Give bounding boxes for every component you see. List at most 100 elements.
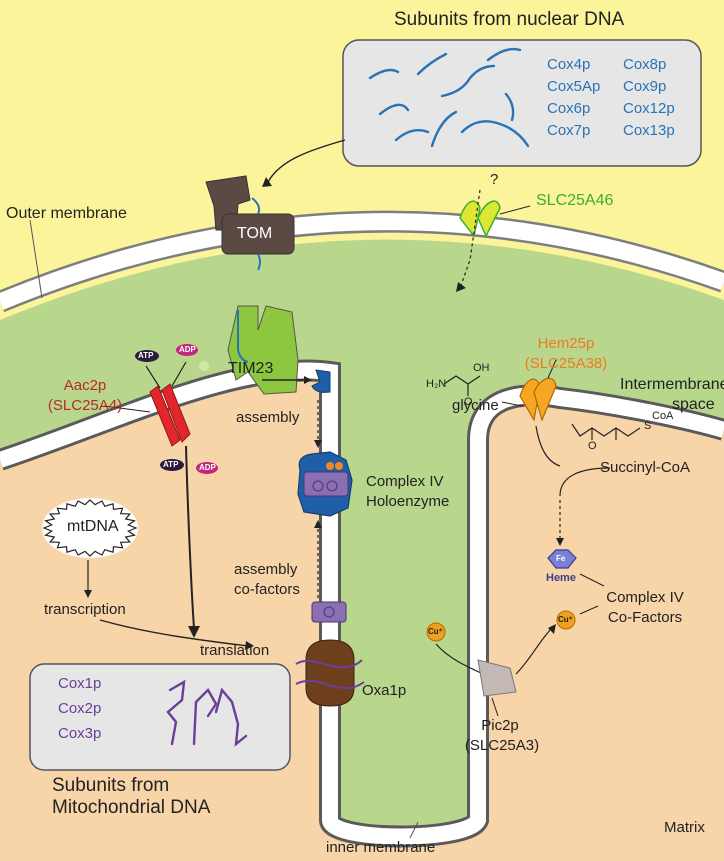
heme-synthesis-arrow-head bbox=[556, 538, 564, 546]
outer-membrane bbox=[0, 213, 724, 310]
aac2p-transporter-half bbox=[161, 383, 191, 443]
succinyl-coa-group-label: CoA bbox=[652, 410, 674, 422]
hem25p-label: Hem25p bbox=[537, 335, 595, 352]
matrix-label: Matrix bbox=[664, 819, 705, 836]
aac2p-ligand bbox=[199, 361, 209, 371]
imported-subunit bbox=[311, 369, 331, 393]
assembly-cofactor bbox=[311, 601, 347, 623]
copper-ion-matrix bbox=[556, 610, 576, 630]
mito-subunit-label: Cox2p bbox=[58, 700, 102, 717]
outer-membrane-pointer bbox=[29, 219, 43, 299]
adp-badge-bottom bbox=[196, 462, 218, 474]
assembly-cofactors-label-line1: assembly bbox=[234, 561, 298, 578]
aac2p-pointer bbox=[103, 405, 151, 413]
outer-membrane-label: Outer membrane bbox=[6, 205, 127, 222]
atp-to-translation-arrow-head bbox=[188, 626, 200, 638]
glycine-label: glycine bbox=[452, 397, 499, 414]
adp-badge-top bbox=[176, 344, 198, 356]
atp-badge-bottom bbox=[160, 459, 184, 471]
tim23-import-chain bbox=[237, 310, 249, 363]
heme-fe-label: Fe bbox=[556, 554, 566, 563]
inner-membrane bbox=[0, 362, 724, 845]
tim23-complex bbox=[227, 305, 299, 395]
adp-badge-bottom-label: ADP bbox=[199, 463, 216, 472]
complex-iv-holoenzyme bbox=[297, 451, 353, 517]
nuclear-subunit-label: Cox4p bbox=[547, 56, 591, 73]
atp-to-translation-arrow bbox=[185, 445, 195, 629]
atp-badge-top-label: ATP bbox=[138, 351, 154, 360]
mito-title-line1: Subunits from bbox=[52, 775, 170, 796]
oxa1p-label: Oxa1p bbox=[362, 682, 407, 699]
mito-subunit-box bbox=[29, 663, 291, 771]
atp-badge-bottom-label: ATP bbox=[163, 460, 179, 469]
glycine-import-arrow bbox=[535, 425, 561, 467]
cofactor-assembly-arrow-head bbox=[314, 520, 322, 528]
adp-badge-top-label: ADP bbox=[179, 345, 196, 354]
assembly-arrow-head bbox=[314, 440, 322, 448]
nuclear-subunit-label: Cox12p bbox=[623, 100, 675, 117]
pic2p-copper-arrow-head bbox=[548, 624, 556, 634]
pic2p-alias: (SLC25A3) bbox=[464, 737, 540, 754]
hem25p-transporter-half bbox=[533, 377, 557, 422]
copper-matrix-label: Cu⁺ bbox=[558, 615, 573, 624]
adp-import-arrow bbox=[171, 361, 187, 387]
hem25p-alias: (SLC25A38) bbox=[524, 355, 608, 372]
aac2p-label: Aac2p bbox=[63, 377, 107, 394]
translation-label: translation bbox=[200, 642, 270, 659]
copper-pointer bbox=[579, 605, 599, 615]
slc25a46-transporter-half bbox=[477, 200, 501, 238]
holoenzyme-label: Holoenzyme bbox=[366, 493, 450, 510]
intermembrane-label-line2: space bbox=[672, 396, 715, 413]
heme-icon bbox=[547, 549, 577, 569]
nuclear-subunit-label: Cox7p bbox=[547, 122, 591, 139]
atp-badge-top bbox=[135, 350, 159, 362]
nuclear-subunit-box bbox=[342, 39, 702, 167]
nuclear-title: Subunits from nuclear DNA bbox=[394, 9, 625, 30]
glycine-structure bbox=[443, 375, 481, 396]
tim23-label: TIM23 bbox=[228, 360, 274, 377]
pic2p-copper-arrow bbox=[515, 627, 553, 675]
aac2p-transporter bbox=[149, 385, 181, 447]
heme-label: Heme bbox=[546, 572, 576, 584]
transcription-label: transcription bbox=[44, 601, 126, 618]
nuclear-subunit-label: Cox13p bbox=[623, 122, 675, 139]
succinyl-coa-arrow bbox=[559, 467, 611, 497]
mtdna-circle bbox=[42, 498, 138, 558]
mtdna-label: mtDNA bbox=[67, 518, 119, 535]
mito-subunit-label: Cox3p bbox=[58, 725, 102, 742]
pic2p-pointer bbox=[491, 697, 499, 717]
slc25a46-transport-path bbox=[459, 189, 481, 289]
glycine-amine-label: H₂N bbox=[426, 378, 447, 390]
inner-membrane-label: inner membrane bbox=[326, 839, 436, 856]
succinyl-coa-label: Succinyl-CoA bbox=[600, 459, 691, 476]
nuclear-subunit-label: Cox8p bbox=[623, 56, 667, 73]
transcription-translation-arrow-head bbox=[245, 641, 254, 650]
complex-iv-label: Complex IV bbox=[366, 473, 444, 490]
tim23-arrow-head bbox=[304, 376, 312, 384]
inner-membrane-pointer bbox=[409, 821, 419, 839]
aac2p-alias: (SLC25A4) bbox=[47, 397, 123, 414]
import-arrow-head bbox=[262, 177, 272, 187]
nuclear-subunit-label: Cox9p bbox=[623, 78, 667, 95]
hem25p-pointer bbox=[547, 359, 557, 379]
glycine-o-label: O bbox=[464, 396, 473, 408]
question-mark: ? bbox=[490, 171, 499, 188]
mito-title-line2: Mitochondrial DNA bbox=[52, 797, 211, 818]
copper-ion-ims bbox=[426, 622, 446, 642]
glycine-pointer bbox=[501, 401, 523, 407]
succinyl-coa-structure bbox=[571, 423, 641, 440]
mito-subunit-label: Cox1p bbox=[58, 675, 102, 692]
nuclear-subunit-chains bbox=[368, 47, 530, 148]
tom-import-chain-lower bbox=[257, 253, 261, 271]
nuclear-subunit-label: Cox5Ap bbox=[547, 78, 601, 95]
tom-import-chain bbox=[251, 197, 261, 215]
oxa1p-insertase bbox=[305, 639, 355, 707]
intermembrane-label-line1: Intermembrane bbox=[620, 376, 724, 393]
nuclear-subunit-label: Cox6p bbox=[547, 100, 591, 117]
glycine-oh-label: OH bbox=[473, 362, 490, 374]
slc25a46-label: SLC25A46 bbox=[536, 192, 614, 209]
pic2p-transporter bbox=[477, 659, 517, 697]
pic2p-label: Pic2p bbox=[481, 717, 519, 734]
slc25a46-arrow-head bbox=[456, 282, 466, 292]
